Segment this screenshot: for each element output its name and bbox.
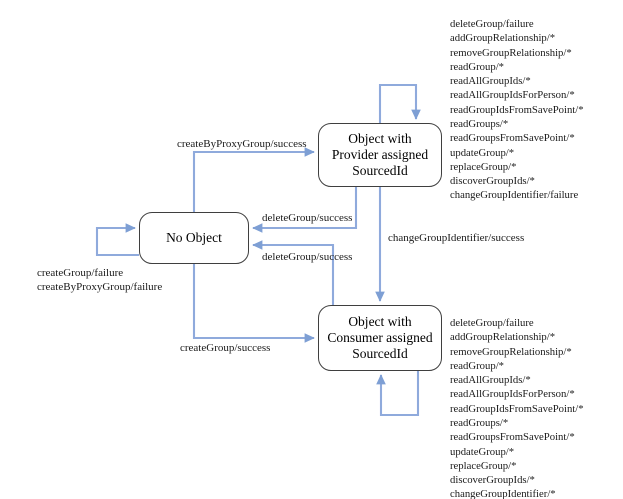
edge-label-create-by-proxy-group-success: createByProxyGroup/success	[177, 138, 307, 150]
provider-operation-item: discoverGroupIds/*	[450, 175, 535, 188]
state-label-no-object: No Object	[166, 230, 222, 246]
consumer-operation-item: addGroupRelationship/*	[450, 331, 556, 344]
state-object-with-provider-assigned-sourcedid[interactable]: Object with Provider assigned SourcedId	[318, 123, 442, 187]
self-loop-consumer	[376, 371, 420, 417]
consumer-operation-item: readAllGroupIds/*	[450, 374, 531, 387]
self-loop-provider	[378, 83, 421, 123]
provider-operation-item: replaceGroup/*	[450, 160, 517, 173]
edge-label-create-group-success: createGroup/success	[180, 342, 271, 354]
provider-operation-item: readGroupsFromSavePoint/*	[450, 132, 575, 145]
provider-operation-item: readGroupIdsFromSavePoint/*	[450, 103, 584, 116]
consumer-operation-item: discoverGroupIds/*	[450, 474, 535, 487]
provider-operation-item: changeGroupIdentifier/failure	[450, 189, 579, 202]
self-loop-no-object	[95, 223, 139, 257]
consumer-operation-item: updateGroup/*	[450, 445, 515, 458]
provider-operation-item: readGroup/*	[450, 60, 505, 73]
state-object-with-consumer-assigned-sourcedid[interactable]: Object with Consumer assigned SourcedId	[318, 305, 442, 371]
edge-no-object-to-consumer	[192, 264, 315, 343]
consumer-operation-item: changeGroupIdentifier/*	[450, 488, 556, 499]
consumer-operation-item: deleteGroup/failure	[450, 317, 534, 329]
self-loop-operations-consumer: deleteGroup/failure addGroupRelationship/…	[450, 316, 584, 499]
consumer-operation-item: readGroupsFromSavePoint/*	[450, 431, 575, 444]
provider-operation-item: readGroups/*	[450, 117, 509, 130]
provider-operation-item: readAllGroupIdsForPerson/*	[450, 89, 575, 102]
consumer-operation-item: replaceGroup/*	[450, 459, 517, 472]
state-label-consumer: Object with Consumer assigned SourcedId	[327, 314, 433, 361]
consumer-operation-item: readGroup/*	[450, 359, 505, 372]
self-loop-operations-provider: deleteGroup/failure addGroupRelationship/…	[450, 17, 584, 203]
edge-label-delete-group-success-from-provider: deleteGroup/success	[262, 212, 353, 224]
consumer-operation-item: readGroups/*	[450, 416, 509, 429]
edge-label-delete-group-success-from-consumer: deleteGroup/success	[262, 251, 353, 263]
edge-no-object-to-provider	[192, 147, 315, 212]
provider-operation-item: addGroupRelationship/*	[450, 32, 556, 45]
provider-operation-item: updateGroup/*	[450, 146, 515, 159]
consumer-operation-item: removeGroupRelationship/*	[450, 345, 572, 358]
provider-operation-item: readAllGroupIds/*	[450, 75, 531, 88]
provider-operation-item: deleteGroup/failure	[450, 18, 534, 30]
state-label-provider: Object with Provider assigned SourcedId	[331, 131, 429, 178]
edge-label-create-failures: createGroup/failure createByProxyGroup/f…	[37, 267, 163, 294]
edge-label-change-group-identifier-success: changeGroupIdentifier/success	[388, 232, 525, 244]
state-no-object[interactable]: No Object	[139, 212, 249, 264]
provider-operation-item: removeGroupRelationship/*	[450, 46, 572, 59]
consumer-operation-item: readGroupIdsFromSavePoint/*	[450, 402, 584, 415]
consumer-operation-item: readAllGroupIdsForPerson/*	[450, 388, 575, 401]
